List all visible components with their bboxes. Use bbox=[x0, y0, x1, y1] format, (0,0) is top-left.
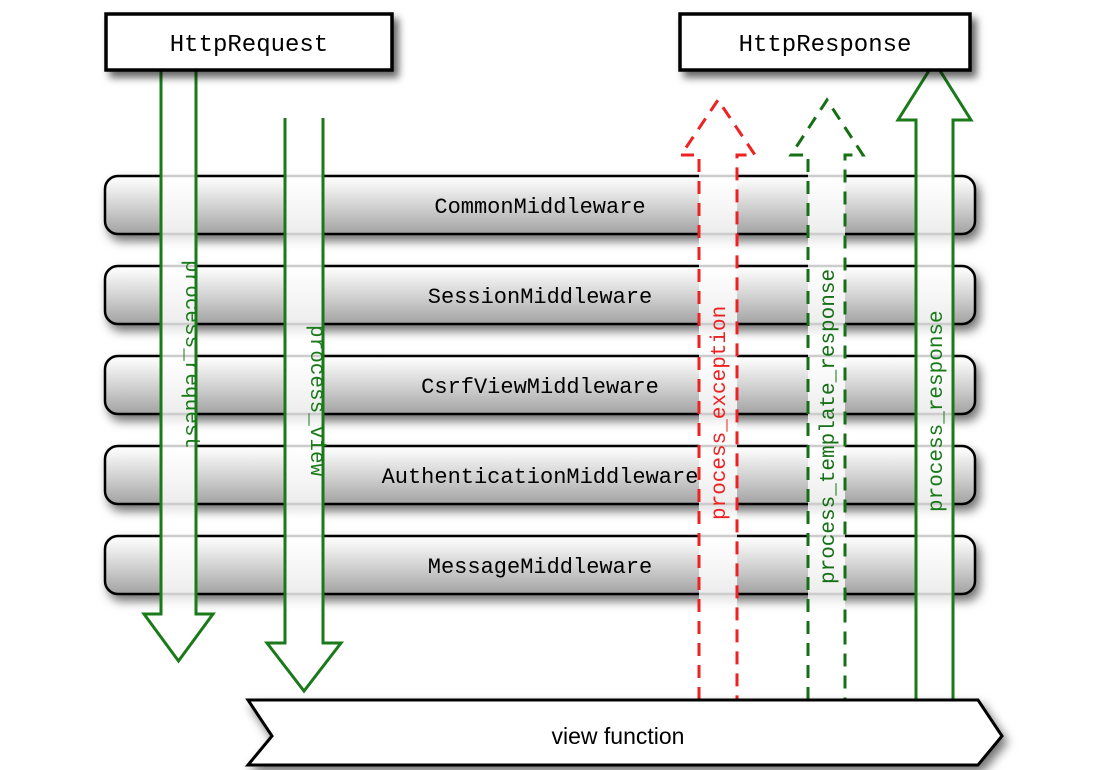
middleware-label: CsrfViewMiddleware bbox=[421, 375, 659, 400]
view-function-banner[interactable]: view function bbox=[244, 698, 1004, 767]
middleware-label: CommonMiddleware bbox=[434, 195, 645, 220]
arrow-channels bbox=[161, 68, 954, 700]
flow-label-process-exception: process_exception bbox=[709, 306, 732, 520]
flow-process-template-response[interactable]: process_template_response bbox=[788, 97, 866, 700]
middleware-label: AuthenticationMiddleware bbox=[382, 465, 699, 490]
flow-label-process-response: process_response bbox=[926, 310, 949, 512]
flow-process-request[interactable]: process_request bbox=[141, 68, 216, 664]
http-response-label: HttpResponse bbox=[739, 32, 912, 59]
http-request-label: HttpRequest bbox=[170, 32, 328, 59]
middleware-label: SessionMiddleware bbox=[428, 285, 652, 310]
http-response-box[interactable]: HttpResponse bbox=[678, 12, 972, 72]
flow-process-view[interactable]: process_view bbox=[263, 118, 345, 694]
middleware-label: MessageMiddleware bbox=[428, 555, 652, 580]
flow-label-process-view: process_view bbox=[304, 325, 327, 477]
http-request-box[interactable]: HttpRequest bbox=[104, 12, 394, 72]
view-function-label: view function bbox=[552, 723, 685, 749]
flow-label-process-template-response: process_template_response bbox=[818, 269, 841, 584]
flow-label-process-request: process_request bbox=[179, 260, 202, 449]
middleware-labels: CommonMiddleware SessionMiddleware CsrfV… bbox=[382, 195, 699, 580]
flow-process-exception[interactable]: process_exception bbox=[678, 97, 758, 700]
